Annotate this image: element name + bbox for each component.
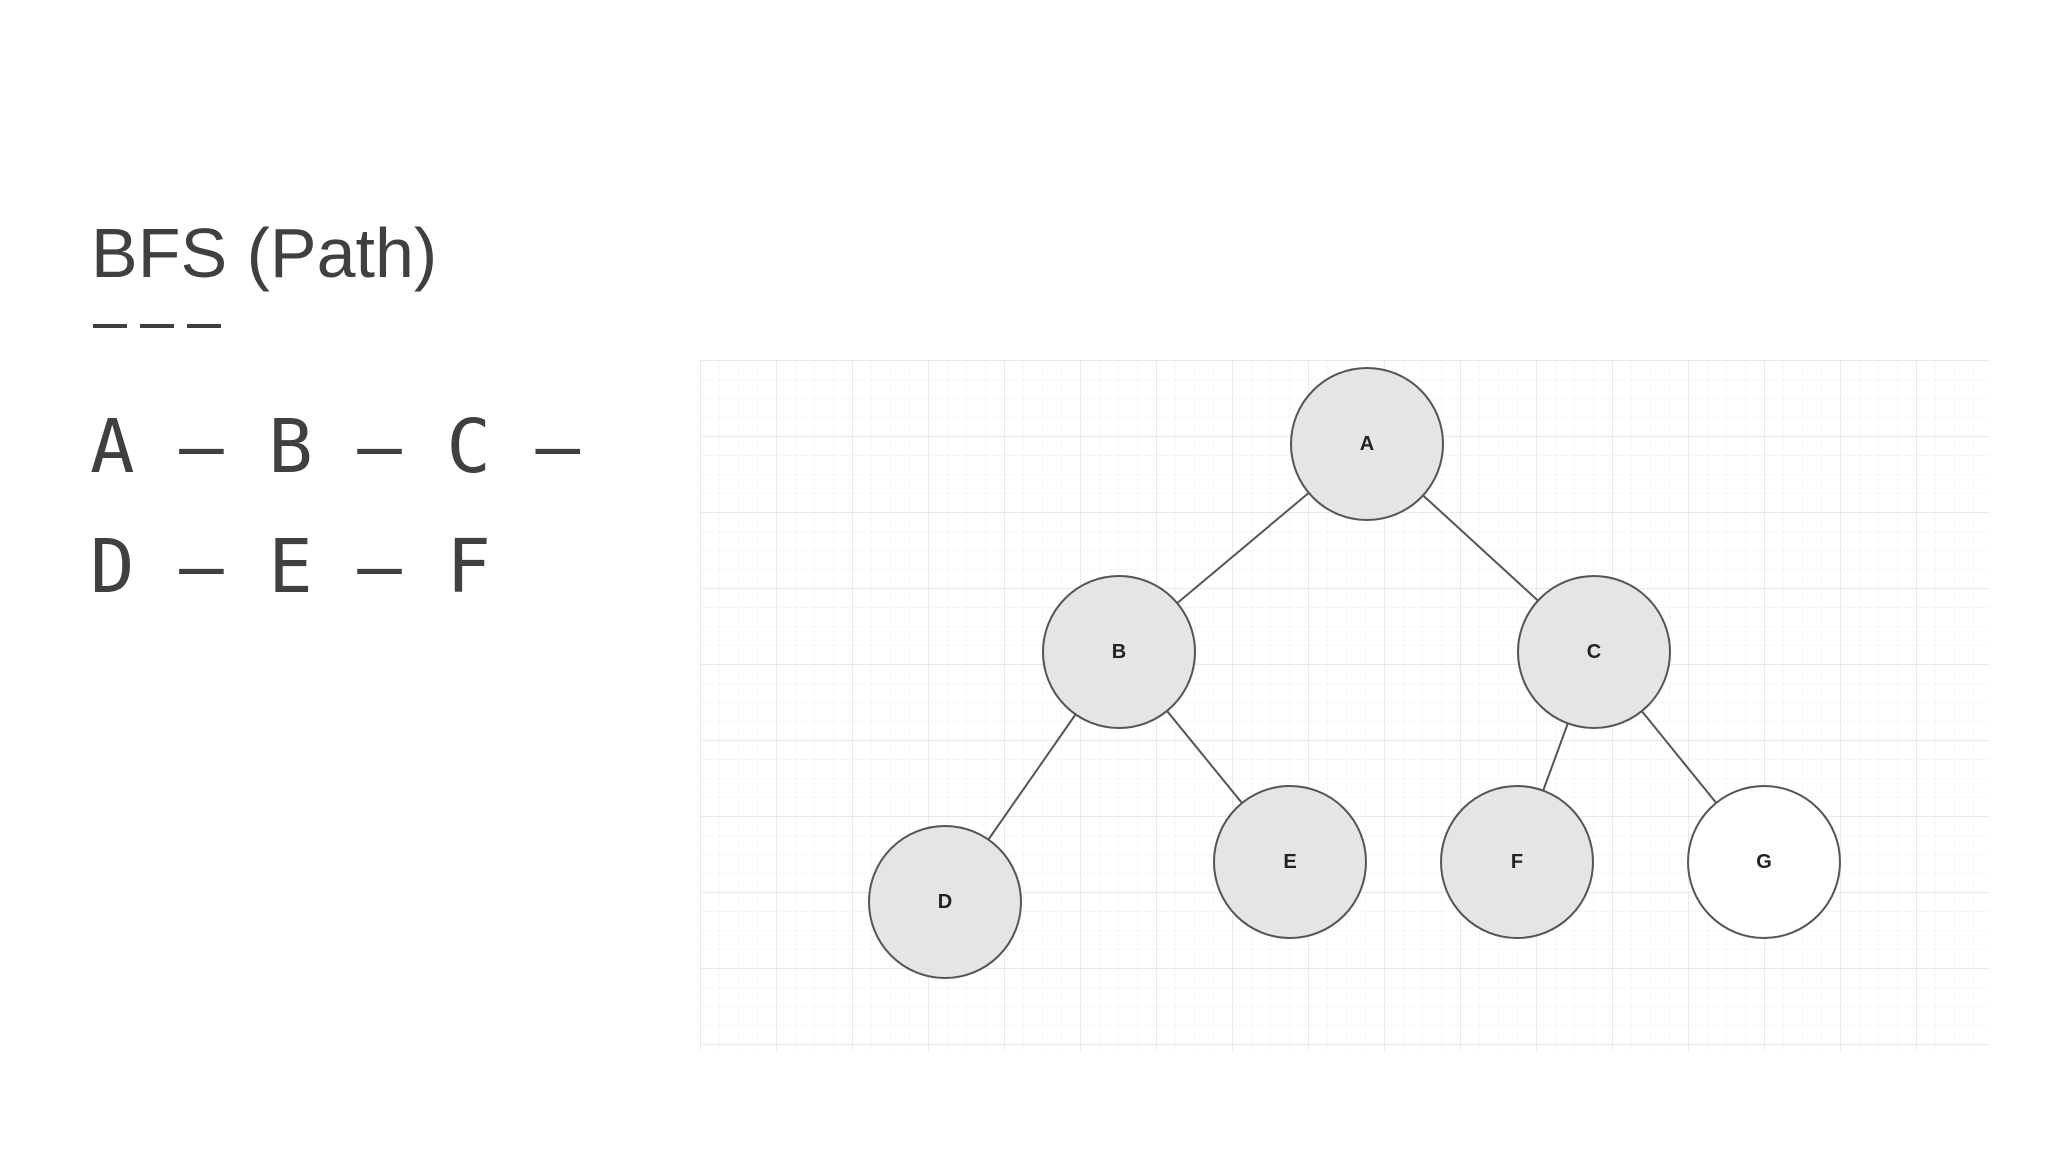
node-label-f: F <box>1511 851 1523 873</box>
node-label-e: E <box>1283 851 1296 873</box>
tree-node-a: A <box>1290 367 1444 521</box>
tree-node-f: F <box>1440 785 1594 939</box>
tree-node-c: C <box>1517 575 1671 729</box>
title-underline <box>93 324 233 328</box>
edge-a-b <box>1176 492 1310 604</box>
edge-b-d <box>987 713 1077 841</box>
edge-c-f <box>1542 723 1569 791</box>
slide-title: BFS (Path) <box>91 214 438 292</box>
node-label-a: A <box>1360 433 1374 455</box>
node-circle-a <box>1290 367 1444 521</box>
edge-b-e <box>1166 710 1243 804</box>
tree-node-e: E <box>1213 785 1367 939</box>
node-circle-f <box>1440 785 1594 939</box>
node-circle-b <box>1042 575 1196 729</box>
edge-a-c <box>1422 494 1539 602</box>
node-circle-c <box>1517 575 1671 729</box>
node-label-d: D <box>938 891 952 913</box>
node-circle-e <box>1213 785 1367 939</box>
node-label-c: C <box>1587 641 1601 663</box>
node-circle-g <box>1687 785 1841 939</box>
node-circle-d <box>868 825 1022 979</box>
bfs-path-line-2: D – E – F <box>90 524 491 610</box>
tree-node-g: G <box>1687 785 1841 939</box>
bfs-path-line-1: A – B – C – <box>90 404 581 490</box>
edges-layer <box>987 492 1717 841</box>
nodes-layer: A B C D E F G <box>868 367 1841 979</box>
tree-node-b: B <box>1042 575 1196 729</box>
tree-diagram: A B C D E F G <box>700 360 1990 1050</box>
tree-node-d: D <box>868 825 1022 979</box>
node-label-b: B <box>1112 641 1126 663</box>
edge-c-g <box>1641 710 1717 804</box>
node-label-g: G <box>1756 851 1772 873</box>
